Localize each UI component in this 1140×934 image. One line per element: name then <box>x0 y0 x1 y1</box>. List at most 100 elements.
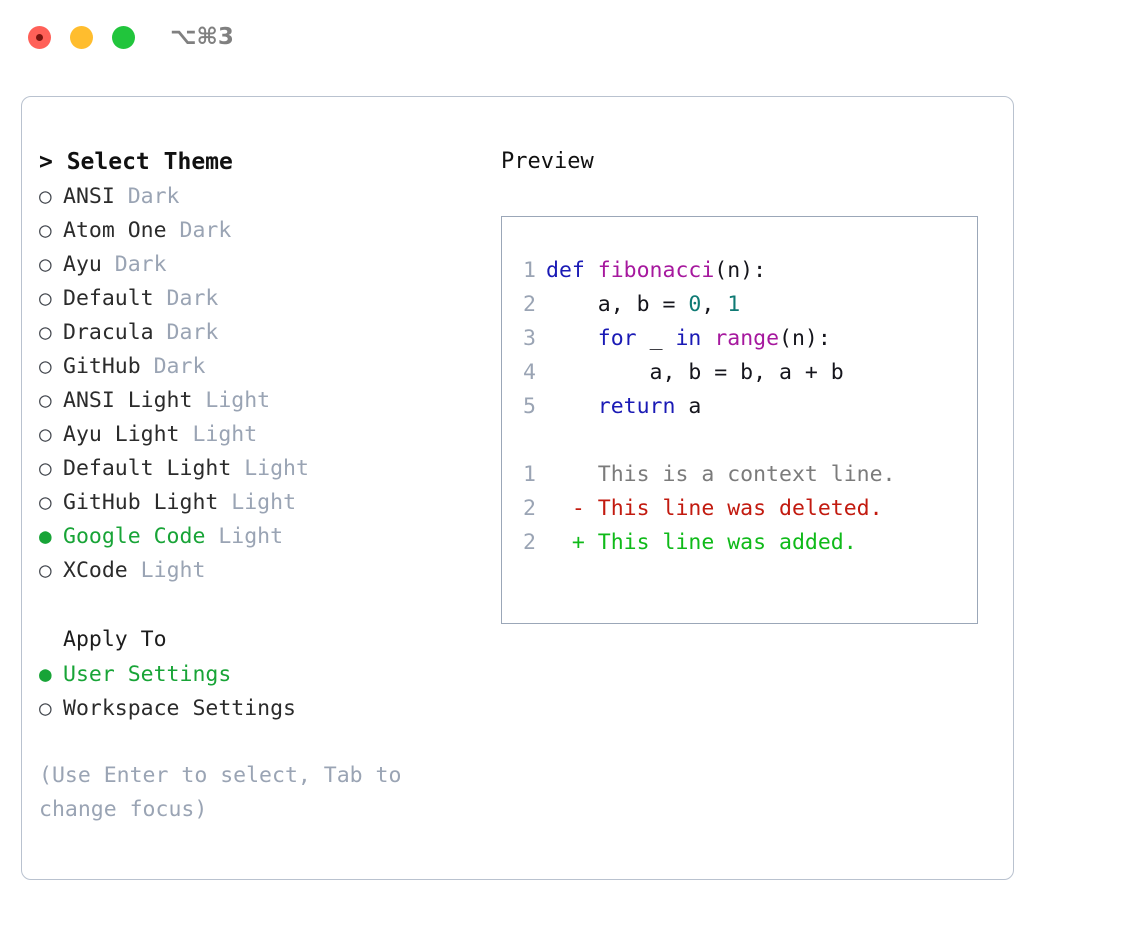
maximize-icon[interactable] <box>112 26 135 49</box>
apply-to-option[interactable]: ● User Settings <box>39 657 489 691</box>
code-token: fibonacci <box>597 258 715 283</box>
code-token: 1 <box>727 292 741 317</box>
theme-name: Default <box>63 286 154 311</box>
line-number: 5 <box>523 394 536 419</box>
radio-unselected-icon: ○ <box>39 696 52 720</box>
theme-kind-label: Dark <box>114 184 180 209</box>
code-token: in <box>675 326 702 351</box>
select-theme-header: > Select Theme <box>39 149 233 175</box>
theme-name: GitHub <box>63 354 141 379</box>
theme-list-item[interactable]: ●Google Code Light <box>39 519 489 553</box>
radio-unselected-icon: ○ <box>39 490 52 514</box>
radio-unselected-icon: ○ <box>39 388 52 412</box>
theme-list-item[interactable]: ○ Ayu Dark <box>39 247 489 281</box>
theme-name: ANSI <box>63 184 115 209</box>
code-line: 3 for _ in range(n): <box>510 322 973 356</box>
code-token: range <box>714 326 780 351</box>
code-token: a <box>675 394 702 419</box>
diff-line: 1 This is a context line. <box>510 458 973 492</box>
line-number: 1 <box>523 462 536 487</box>
code-token: _ <box>636 326 676 351</box>
code-token: for <box>597 326 637 351</box>
theme-kind-label: Light <box>192 388 271 413</box>
theme-kind-label: Dark <box>101 252 167 277</box>
theme-list-item[interactable]: ○XCode Light <box>39 553 489 587</box>
theme-kind-label: Light <box>179 422 258 447</box>
code-token: (n): <box>779 326 831 351</box>
theme-kind-label: Dark <box>153 286 219 311</box>
diff-line: 2 - This line was deleted. <box>510 492 973 526</box>
radio-unselected-icon: ○ <box>39 456 52 480</box>
theme-kind-label: Light <box>205 524 284 549</box>
code-token: (n): <box>714 258 767 283</box>
theme-list-item[interactable]: ○Dracula Dark <box>39 315 489 349</box>
title-bar: ⌥⌘3 <box>0 0 1140 78</box>
radio-unselected-icon: ○ <box>39 422 52 446</box>
apply-to-option[interactable]: ○ Workspace Settings <box>39 691 489 725</box>
code-line: 1 def fibonacci(n): <box>510 254 973 288</box>
code-token: def <box>546 258 598 283</box>
radio-selected-icon: ● <box>39 662 52 686</box>
theme-selection-column: > Select Theme ○ANSI Dark○Atom One Dark○… <box>39 145 489 827</box>
line-number: 2 <box>523 530 536 555</box>
close-icon[interactable] <box>28 26 51 49</box>
theme-picker-panel: > Select Theme ○ANSI Dark○Atom One Dark○… <box>21 96 1014 880</box>
theme-list-item[interactable]: ○ Default Dark <box>39 281 489 315</box>
code-blank-line <box>510 424 973 458</box>
theme-kind-label: Dark <box>140 354 206 379</box>
radio-unselected-icon: ○ <box>39 320 52 344</box>
theme-name: Ayu Light <box>63 422 180 447</box>
radio-unselected-icon: ○ <box>39 184 52 208</box>
theme-kind-label: Light <box>127 558 206 583</box>
code-token: 0 <box>688 292 702 317</box>
code-line: 5 return a <box>510 390 973 424</box>
radio-unselected-icon: ○ <box>39 354 52 378</box>
code-token <box>546 394 598 419</box>
theme-list-item[interactable]: ○ GitHub Dark <box>39 349 489 383</box>
theme-list-item[interactable]: ○ Default Light Light <box>39 451 489 485</box>
theme-list-item[interactable]: ○ ANSI Dark <box>39 179 489 213</box>
line-number: 1 <box>523 258 536 283</box>
theme-name: Default Light <box>63 456 232 481</box>
keyboard-shortcut-label: ⌥⌘3 <box>170 24 234 50</box>
apply-to-list: ● User Settings ○ Workspace Settings <box>39 657 489 725</box>
minimize-icon[interactable] <box>70 26 93 49</box>
spacer <box>39 587 489 623</box>
theme-kind-label: Light <box>231 456 309 481</box>
code-token: return <box>597 394 676 419</box>
theme-list: ○ANSI Dark○Atom One Dark○Ayu Dark○Defaul… <box>39 179 489 587</box>
diff-line: 2 + This line was added. <box>510 526 973 560</box>
theme-name: Ayu <box>63 252 102 277</box>
radio-unselected-icon: ○ <box>39 286 52 310</box>
code-token: a, b = <box>546 292 689 317</box>
preview-title: Preview <box>501 149 594 174</box>
theme-kind-label: Dark <box>166 218 232 243</box>
apply-to-label: User Settings <box>63 662 232 687</box>
code-token <box>701 326 714 351</box>
theme-name: Dracula <box>63 320 154 345</box>
theme-kind-label: Light <box>218 490 297 515</box>
code-token: , <box>701 292 728 317</box>
theme-name: GitHub Light <box>63 490 219 515</box>
theme-list-item[interactable]: ○ Ayu Light Light <box>39 417 489 451</box>
code-line: 4 a, b = b, a + b <box>510 356 973 390</box>
diff-text: + This line was added. <box>546 530 857 555</box>
code-line: 2 a, b = 0, 1 <box>510 288 973 322</box>
line-number: 4 <box>523 360 536 385</box>
theme-list-item[interactable]: ○ GitHub Light Light <box>39 485 489 519</box>
theme-list-item[interactable]: ○ANSI Light Light <box>39 383 489 417</box>
code-token: a, b = b, a + b <box>546 360 844 385</box>
radio-unselected-icon: ○ <box>39 252 52 276</box>
apply-to-header: Apply To <box>63 627 167 652</box>
line-number: 2 <box>523 292 536 317</box>
theme-name: XCode <box>63 558 128 583</box>
apply-to-label: Workspace Settings <box>63 696 296 721</box>
diff-lines: 1 This is a context line.2 - This line w… <box>510 458 973 560</box>
keyboard-hint-text: (Use Enter to select, Tab to change focu… <box>39 763 402 822</box>
theme-list-item[interactable]: ○Atom One Dark <box>39 213 489 247</box>
theme-name: Google Code <box>63 524 206 549</box>
